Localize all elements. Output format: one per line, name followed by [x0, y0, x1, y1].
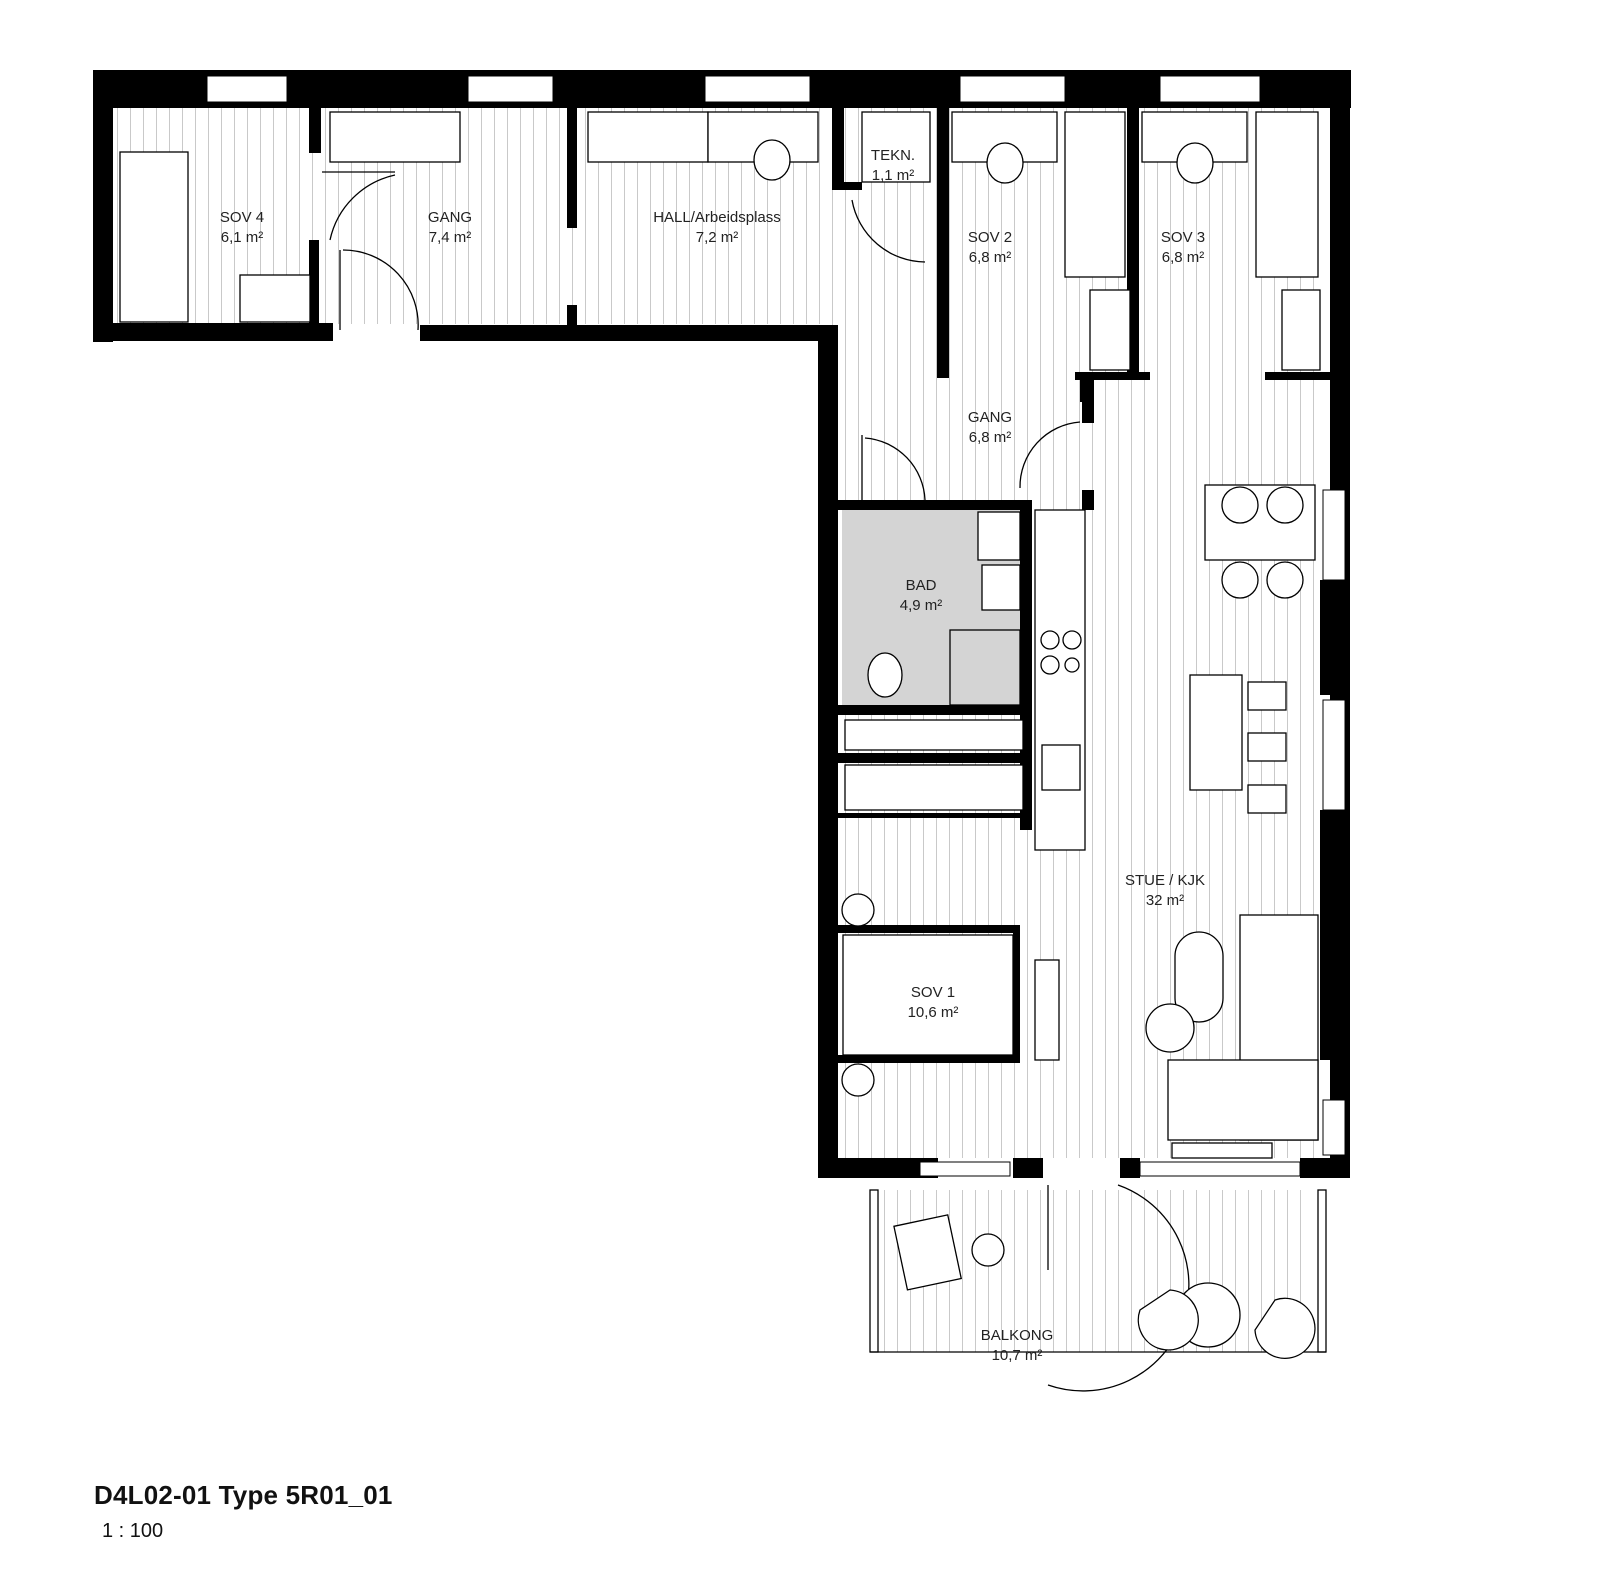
room-area: 1,1 m²: [872, 167, 915, 184]
room-area: 6,8 m²: [969, 429, 1012, 446]
room-area: 6,8 m²: [1162, 249, 1205, 266]
room-name: GANG: [428, 209, 472, 226]
plan-scale: 1 : 100: [102, 1520, 164, 1542]
room-name: BALKONG: [981, 1327, 1054, 1344]
room-name: TEKN.: [871, 147, 915, 164]
room-area: 4,9 m²: [900, 597, 943, 614]
room-name: SOV 3: [1161, 229, 1205, 246]
windows: [206, 75, 1346, 1177]
bed-sov3: [1255, 111, 1319, 278]
bed-sov4: [119, 151, 189, 323]
furniture: [119, 111, 1327, 1359]
room-name: SOV 2: [968, 229, 1012, 246]
room-name: HALL/Arbeidsplass: [653, 209, 781, 226]
room-area: 7,4 m²: [429, 229, 472, 246]
room-name: STUE / KJK: [1125, 872, 1205, 889]
bed-sov2: [1064, 111, 1126, 278]
room-area: 6,1 m²: [221, 229, 264, 246]
room-area: 32 m²: [1146, 892, 1184, 909]
room-name: BAD: [906, 577, 937, 594]
room-area: 7,2 m²: [696, 229, 739, 246]
room-area: 6,8 m²: [969, 249, 1012, 266]
room-name: SOV 1: [911, 984, 955, 1001]
room-name: GANG: [968, 409, 1012, 426]
room-area: 10,6 m²: [908, 1004, 959, 1021]
room-name: SOV 4: [220, 209, 264, 226]
room-labels: SOV 4 6,1 m² GANG 7,4 m² HALL/Arbeidspla…: [220, 147, 1205, 1364]
plan-title: D4L02-01 Type 5R01_01: [94, 1480, 393, 1510]
room-area: 10,7 m²: [992, 1347, 1043, 1364]
bed-sov1: [842, 934, 1014, 1056]
